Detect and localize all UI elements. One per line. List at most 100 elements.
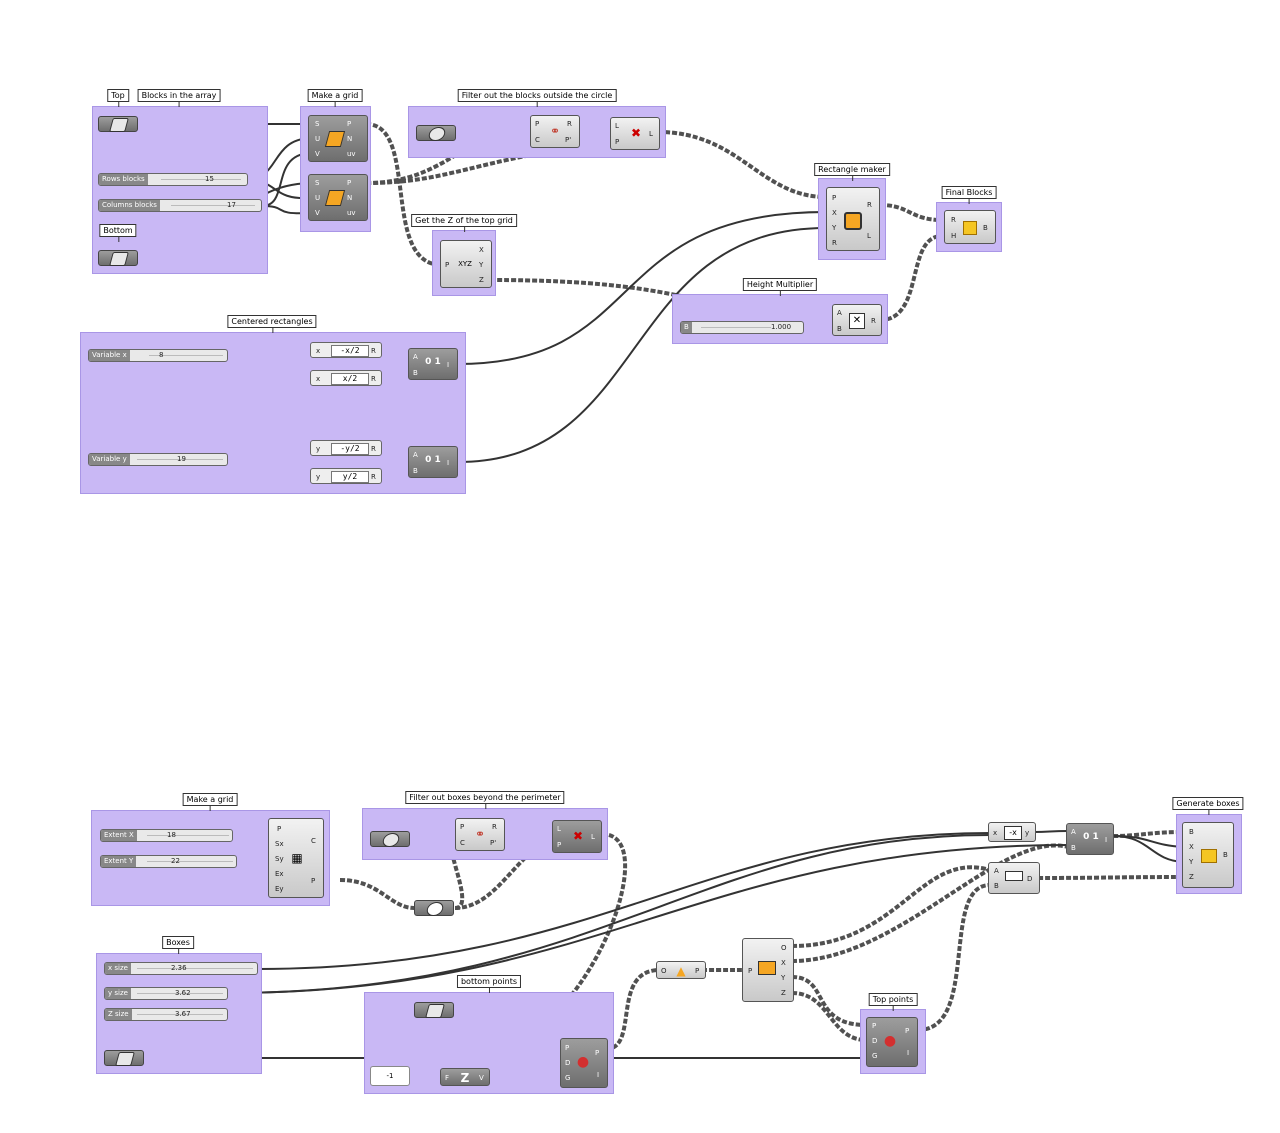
port-label[interactable]: O	[661, 967, 667, 975]
port-label[interactable]: A	[994, 867, 999, 875]
slider-track[interactable]	[149, 355, 223, 356]
port-label[interactable]: P	[872, 1022, 877, 1030]
slider-track[interactable]	[171, 205, 255, 206]
domain-box-component[interactable]: B X Y Z B	[1182, 822, 1234, 888]
port-label[interactable]: L	[867, 232, 871, 240]
port-label[interactable]: P	[832, 194, 837, 202]
port-label[interactable]: R	[871, 317, 876, 325]
port-label[interactable]: O	[781, 944, 787, 952]
port-label[interactable]: R	[371, 347, 376, 355]
port-label[interactable]: A	[413, 353, 418, 361]
divide-surface-bottom[interactable]: S U V P N uv	[308, 174, 368, 221]
port-label[interactable]: P	[347, 120, 352, 128]
construct-domain-x[interactable]: A B I 0 1	[408, 348, 458, 380]
port-label[interactable]: I	[597, 1071, 600, 1079]
port-label[interactable]: D	[565, 1059, 571, 1067]
port-label[interactable]: Z	[479, 276, 484, 284]
cull-pattern-top[interactable]: L P L ✖	[610, 117, 660, 150]
port-label[interactable]: I	[1105, 836, 1108, 844]
port-label[interactable]: B	[413, 467, 418, 475]
slider-height-multiplier[interactable]: B 1.000	[680, 321, 804, 334]
curve-param-perimeter[interactable]	[370, 831, 410, 847]
slider-track[interactable]	[161, 179, 241, 180]
port-label[interactable]: P	[347, 179, 352, 187]
port-label[interactable]: G	[872, 1052, 878, 1060]
slider-z-size[interactable]: Z size 3.67	[104, 1008, 228, 1021]
port-label[interactable]: I	[447, 459, 450, 467]
port-label[interactable]: X	[781, 959, 786, 967]
port-label[interactable]: N	[347, 194, 353, 202]
slider-variable-y[interactable]: Variable y 19	[88, 453, 228, 466]
number-panel[interactable]: -1	[370, 1066, 410, 1086]
port-label[interactable]: x	[316, 347, 321, 355]
rectangle-component[interactable]: P X Y R R L	[826, 187, 880, 251]
slider-y-size[interactable]: y size 3.62	[104, 987, 228, 1000]
port-label[interactable]: L	[557, 825, 561, 833]
port-label[interactable]: P	[535, 120, 540, 128]
expression-pos-x[interactable]: x x/2 R	[310, 370, 382, 386]
port-label[interactable]: P	[445, 261, 450, 269]
port-label[interactable]: R	[492, 823, 497, 831]
divide-surface-top[interactable]: S U V P N uv	[308, 115, 368, 162]
project-point-bottom[interactable]: P D G P I ●	[560, 1038, 608, 1088]
negative-component[interactable]: x y -x	[988, 822, 1036, 842]
port-label[interactable]: B	[1189, 828, 1194, 836]
rectangular-grid[interactable]: P Sx Sy Ex Ey C P ▦	[268, 818, 324, 898]
port-label[interactable]: P	[557, 841, 562, 849]
port-label[interactable]: D	[1027, 875, 1033, 883]
port-label[interactable]: P	[905, 1027, 910, 1035]
deconstruct-plane[interactable]: P O X Y Z	[742, 938, 794, 1002]
port-label[interactable]: C	[311, 837, 316, 845]
slider-track[interactable]	[147, 835, 229, 836]
multiplication-component[interactable]: A B R ✕	[832, 304, 882, 336]
port-label[interactable]: y	[316, 473, 321, 481]
brep-param-top[interactable]	[98, 116, 138, 132]
port-label[interactable]: F	[445, 1074, 450, 1082]
slider-track[interactable]	[137, 1014, 223, 1015]
port-label[interactable]: y	[316, 445, 321, 453]
port-label[interactable]: A	[837, 309, 842, 317]
port-label[interactable]: P'	[565, 136, 572, 144]
slider-rows[interactable]: Rows blocks 15	[98, 173, 248, 186]
expression-neg-x[interactable]: x -x/2 R	[310, 342, 382, 358]
port-label[interactable]: Ey	[275, 885, 284, 893]
port-label[interactable]: U	[315, 135, 321, 143]
port-label[interactable]: B	[994, 882, 999, 890]
port-label[interactable]: H	[951, 232, 957, 240]
port-label[interactable]: G	[565, 1074, 571, 1082]
port-label[interactable]: X	[1189, 843, 1194, 851]
port-label[interactable]: L	[649, 130, 653, 138]
port-label[interactable]: L	[615, 122, 619, 130]
port-label[interactable]: B	[983, 224, 988, 232]
port-label[interactable]: uv	[347, 209, 356, 217]
port-label[interactable]: Ex	[275, 870, 284, 878]
unit-z-component[interactable]: F V Z	[440, 1068, 490, 1086]
port-label[interactable]: Sy	[275, 855, 284, 863]
project-point-top[interactable]: P D G P I ●	[866, 1017, 918, 1067]
port-label[interactable]: R	[832, 239, 837, 247]
port-label[interactable]: uv	[347, 150, 356, 158]
port-label[interactable]: B	[837, 325, 842, 333]
port-label[interactable]: R	[371, 375, 376, 383]
port-label[interactable]: P	[748, 967, 753, 975]
port-label[interactable]: R	[951, 216, 956, 224]
slider-extent-y[interactable]: Extent Y 22	[100, 855, 237, 868]
port-label[interactable]: U	[315, 194, 321, 202]
port-label[interactable]: B	[1071, 844, 1076, 852]
port-label[interactable]: y	[1025, 829, 1030, 837]
port-label[interactable]: X	[479, 246, 484, 254]
construct-domain-y[interactable]: A B I 0 1	[408, 446, 458, 478]
port-label[interactable]: C	[460, 839, 465, 847]
slider-x-size[interactable]: x size 2.36	[104, 962, 258, 975]
port-label[interactable]: S	[315, 120, 320, 128]
port-label[interactable]: V	[479, 1074, 484, 1082]
port-label[interactable]: Y	[832, 224, 837, 232]
slider-columns[interactable]: Columns blocks 17	[98, 199, 262, 212]
port-label[interactable]: D	[872, 1037, 878, 1045]
port-label[interactable]: x	[316, 375, 321, 383]
port-label[interactable]: I	[907, 1049, 910, 1057]
port-label[interactable]: V	[315, 150, 320, 158]
port-label[interactable]: A	[413, 451, 418, 459]
point-in-curve[interactable]: P C R P' ⚭	[530, 115, 580, 148]
